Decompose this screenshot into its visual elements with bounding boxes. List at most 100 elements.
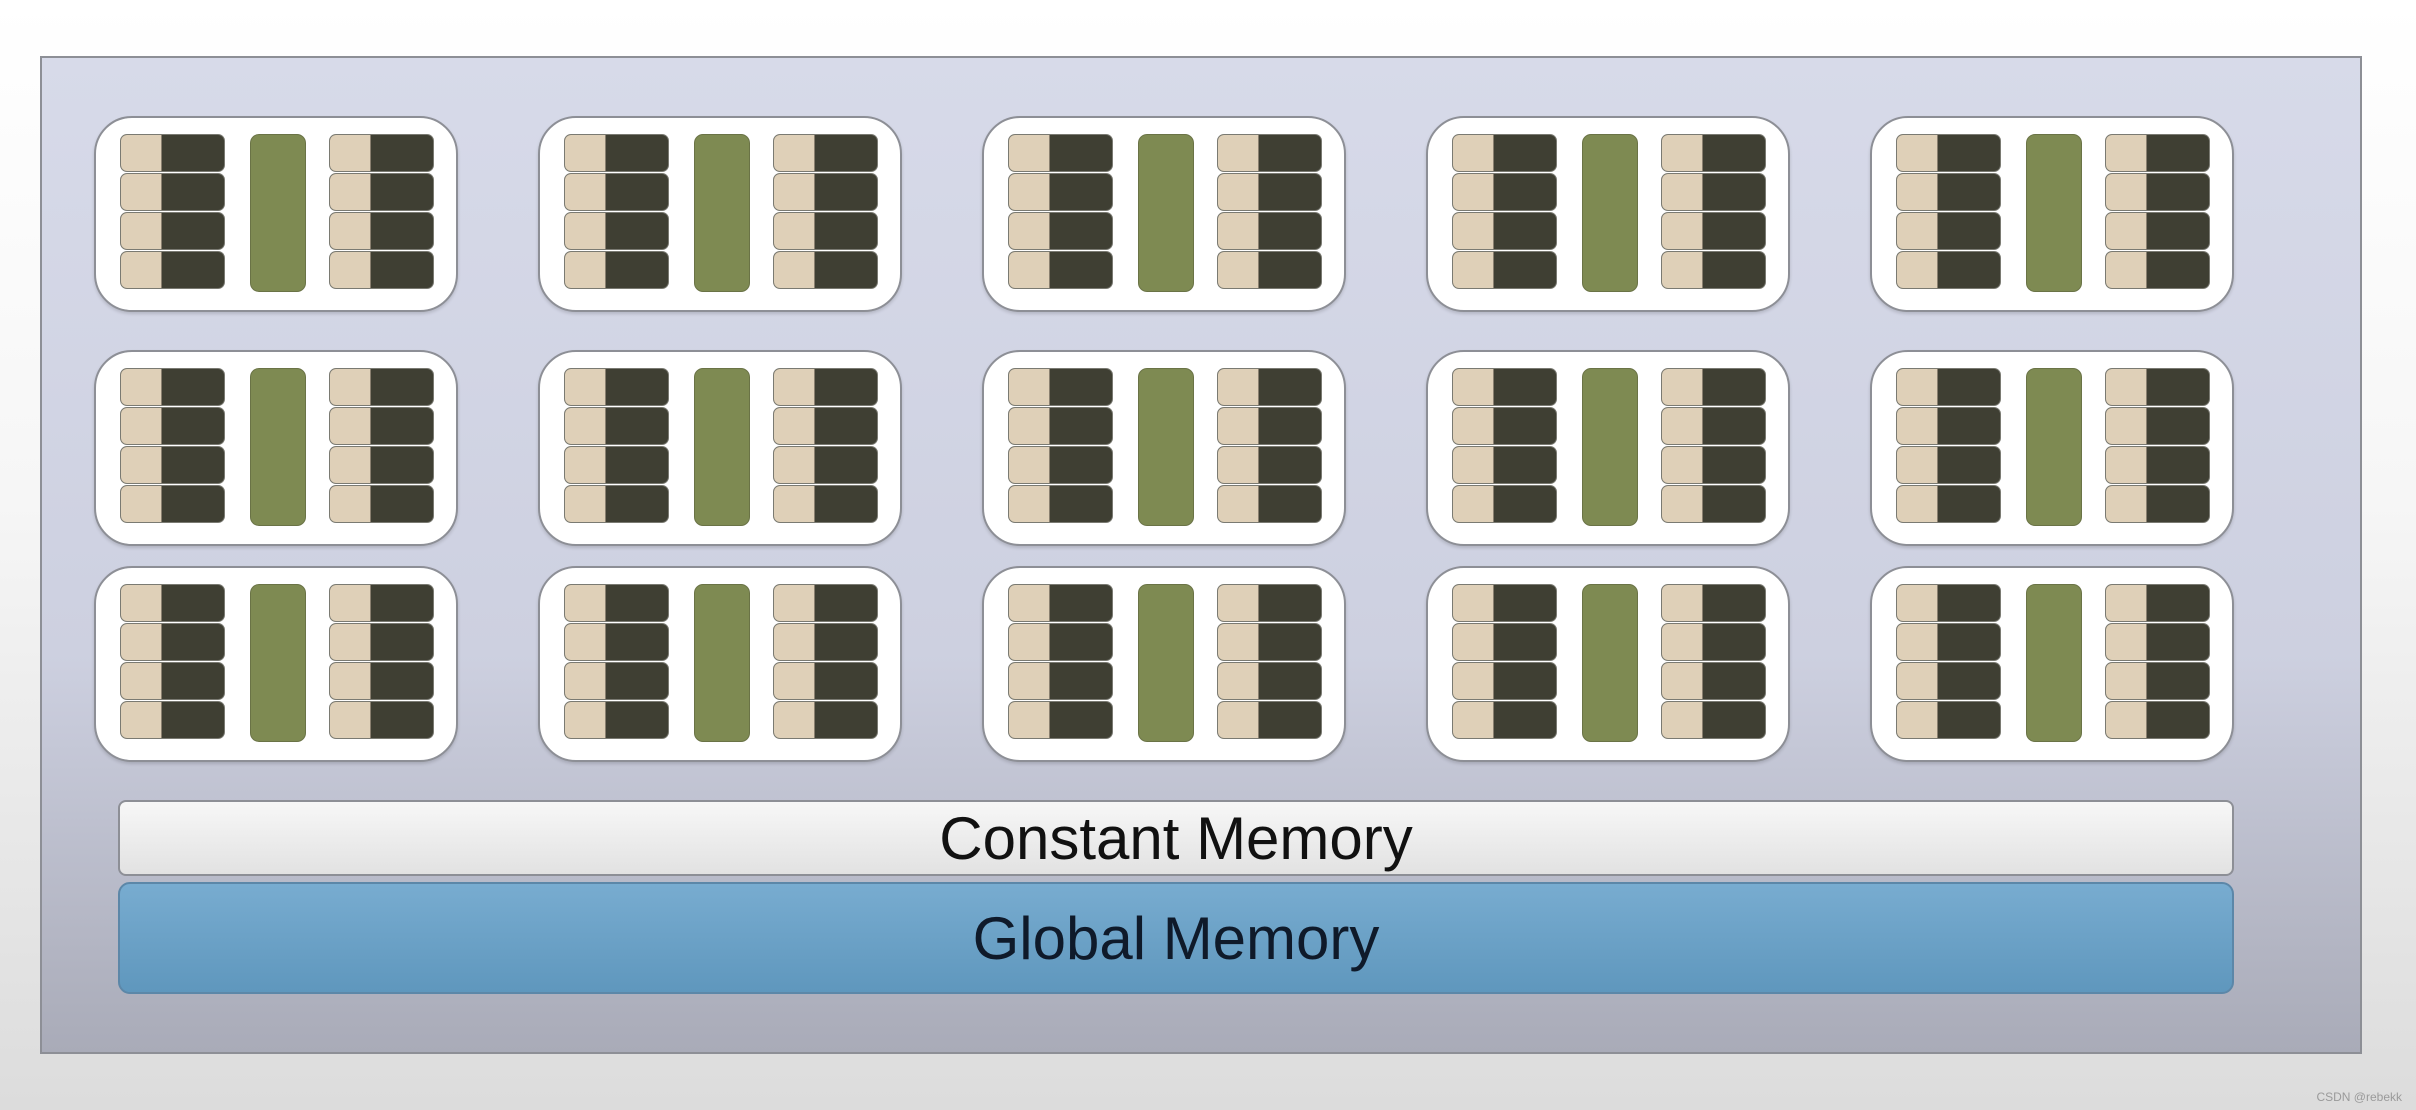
register <box>1662 408 1703 444</box>
register <box>2106 174 2147 210</box>
core-column-left <box>120 134 225 290</box>
cuda-core <box>2105 134 2210 172</box>
register <box>565 174 606 210</box>
cuda-core <box>1008 407 1113 445</box>
core-column-right <box>1217 134 1322 290</box>
streaming-multiprocessor <box>94 566 458 762</box>
cuda-core <box>329 368 434 406</box>
register <box>1218 252 1259 288</box>
register <box>330 369 371 405</box>
cuda-core <box>1452 584 1557 622</box>
register <box>330 135 371 171</box>
cuda-core <box>1661 212 1766 250</box>
register <box>1662 624 1703 660</box>
cuda-core <box>1896 662 2001 700</box>
register <box>330 213 371 249</box>
streaming-multiprocessor <box>1870 566 2234 762</box>
core-column-left <box>1008 368 1113 524</box>
register <box>330 585 371 621</box>
cuda-core <box>1896 407 2001 445</box>
cuda-core <box>773 446 878 484</box>
cuda-core <box>1008 173 1113 211</box>
streaming-multiprocessor <box>1426 116 1790 312</box>
register <box>1453 174 1494 210</box>
cuda-core <box>329 212 434 250</box>
cuda-core <box>329 446 434 484</box>
register <box>121 447 162 483</box>
cuda-core <box>1452 701 1557 739</box>
register <box>2106 585 2147 621</box>
cuda-core <box>773 368 878 406</box>
cuda-core <box>1661 485 1766 523</box>
cuda-core <box>2105 623 2210 661</box>
cuda-core <box>1452 368 1557 406</box>
cuda-core <box>2105 368 2210 406</box>
register <box>121 585 162 621</box>
shared-memory <box>694 368 750 526</box>
register <box>1453 624 1494 660</box>
register <box>774 663 815 699</box>
cuda-core <box>564 173 669 211</box>
cuda-core <box>1217 212 1322 250</box>
register <box>1218 174 1259 210</box>
cuda-core <box>1217 701 1322 739</box>
cuda-core <box>120 584 225 622</box>
core-column-right <box>1661 134 1766 290</box>
cuda-core <box>1896 485 2001 523</box>
cuda-core <box>329 662 434 700</box>
cuda-core <box>2105 251 2210 289</box>
register <box>1453 585 1494 621</box>
cuda-core <box>1008 701 1113 739</box>
cuda-core <box>329 407 434 445</box>
register <box>774 369 815 405</box>
register <box>565 213 606 249</box>
register <box>1218 135 1259 171</box>
register <box>1009 252 1050 288</box>
register <box>1897 486 1938 522</box>
register <box>1897 702 1938 738</box>
cuda-core <box>120 701 225 739</box>
shared-memory <box>250 134 306 292</box>
core-column-left <box>564 368 669 524</box>
register <box>1662 369 1703 405</box>
streaming-multiprocessor <box>1426 350 1790 546</box>
register <box>1218 408 1259 444</box>
register <box>1453 369 1494 405</box>
register <box>1218 585 1259 621</box>
cuda-core <box>1008 212 1113 250</box>
register <box>1897 663 1938 699</box>
register <box>1662 585 1703 621</box>
register <box>1897 252 1938 288</box>
cuda-core <box>1896 701 2001 739</box>
cuda-core <box>1008 251 1113 289</box>
register <box>121 369 162 405</box>
cuda-core <box>1217 485 1322 523</box>
register <box>1218 213 1259 249</box>
cuda-core <box>1008 584 1113 622</box>
shared-memory <box>694 134 750 292</box>
cuda-core <box>2105 485 2210 523</box>
register <box>1009 663 1050 699</box>
register <box>330 624 371 660</box>
core-column-left <box>1452 368 1557 524</box>
register <box>2106 369 2147 405</box>
cuda-core <box>1008 485 1113 523</box>
cuda-core <box>1452 407 1557 445</box>
register <box>1897 624 1938 660</box>
cuda-core <box>564 701 669 739</box>
core-column-left <box>120 368 225 524</box>
cuda-core <box>329 173 434 211</box>
watermark: CSDN @rebekk <box>2316 1090 2402 1104</box>
register <box>1453 447 1494 483</box>
core-column-right <box>773 584 878 740</box>
streaming-multiprocessor <box>94 116 458 312</box>
register <box>774 174 815 210</box>
cuda-core <box>1008 662 1113 700</box>
cuda-core <box>1217 251 1322 289</box>
register <box>774 702 815 738</box>
register <box>774 408 815 444</box>
register <box>330 663 371 699</box>
register <box>330 486 371 522</box>
cuda-core <box>329 134 434 172</box>
cuda-core <box>1661 446 1766 484</box>
